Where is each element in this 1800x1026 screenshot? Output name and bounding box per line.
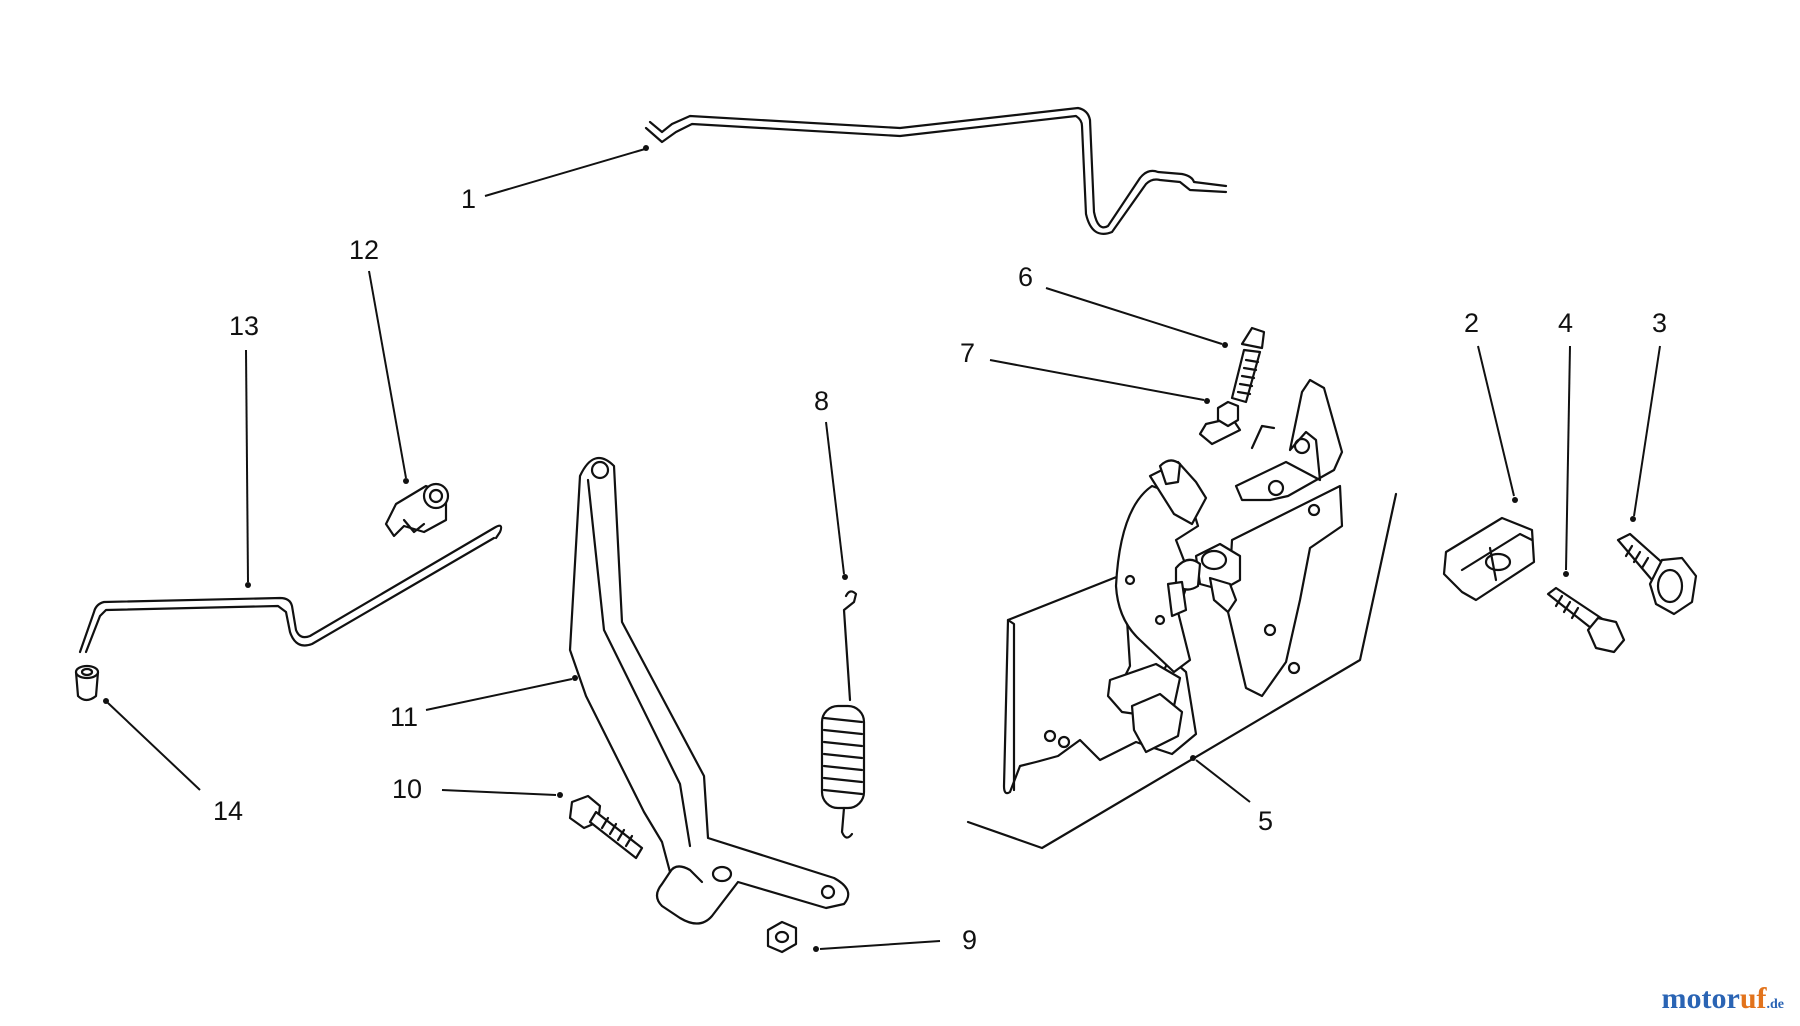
callout-11-dot (572, 675, 578, 681)
callout-4-dot (1563, 571, 1569, 577)
callout-2-label: 2 (1464, 308, 1479, 338)
callout-12: 12 (349, 235, 409, 484)
part-9-nut (766, 920, 798, 954)
callout-13-leader (245, 349, 249, 583)
callout-6-leader (1045, 287, 1223, 345)
callout-14-label: 14 (213, 796, 243, 826)
watermark-part-a: motor (1661, 982, 1740, 1015)
part-4-bolt (1546, 586, 1626, 654)
callout-2-leader (1477, 345, 1515, 497)
callout-9-label: 9 (962, 925, 977, 955)
callout-9-dot (813, 946, 819, 952)
callout-10-label: 10 (392, 774, 422, 804)
callout-8-label: 8 (814, 386, 829, 416)
callout-6: 6 (1018, 262, 1228, 348)
callout-13: 13 (229, 311, 259, 588)
callout-7: 7 (960, 338, 1210, 404)
callout-11-label: 11 (390, 702, 418, 732)
callout-1-label: 1 (461, 184, 476, 214)
part-6-screw (1230, 326, 1266, 404)
callout-4-label: 4 (1558, 308, 1573, 338)
callout-8-dot (842, 574, 848, 580)
callout-8-leader (825, 421, 845, 575)
callout-2: 2 (1464, 308, 1518, 503)
callout-3-dot (1630, 516, 1636, 522)
callout-11-leader (425, 678, 573, 711)
part-1-control-rod (644, 106, 1228, 235)
callout-1-leader (484, 148, 646, 197)
watermark-part-b: uf (1739, 982, 1767, 1015)
callout-4-leader (1565, 345, 1571, 571)
callout-12-label: 12 (349, 235, 379, 265)
callout-5-leader (1195, 759, 1251, 803)
callout-4: 4 (1558, 308, 1573, 577)
callout-8: 8 (814, 386, 848, 580)
callout-13-label: 13 (229, 311, 259, 341)
callout-14-dot (103, 698, 109, 704)
part-8-spring (820, 590, 866, 839)
callout-3-label: 3 (1652, 308, 1667, 338)
callout-9: 9 (813, 925, 977, 955)
motoruf-watermark-logo: motoruf.de (1662, 982, 1784, 1016)
callout-5-dot (1190, 755, 1196, 761)
callout-5: 5 (1190, 755, 1273, 836)
part-11-lever-arm (568, 456, 850, 925)
part-5-bracket-outline (966, 492, 1398, 850)
callout-5-label: 5 (1258, 806, 1273, 836)
callout-1-dot (643, 145, 649, 151)
callout-7-dot (1204, 398, 1210, 404)
callout-10-leader (441, 789, 557, 796)
callout-10-dot (557, 792, 563, 798)
callout-11: 11 (390, 675, 578, 732)
callout-6-label: 6 (1018, 262, 1033, 292)
callout-3-leader (1633, 345, 1661, 517)
part-14-bushing (74, 664, 100, 702)
part-12-clip (384, 482, 450, 538)
callout-7-leader (989, 359, 1205, 401)
part-10-bolt (568, 794, 644, 860)
callout-13-dot (245, 582, 251, 588)
callout-2-dot (1512, 497, 1518, 503)
callout-10: 10 (392, 774, 563, 804)
callout-14: 14 (103, 698, 243, 826)
part-7-nut (1216, 400, 1240, 428)
watermark-part-c: .de (1766, 997, 1785, 1012)
callout-9-leader (819, 940, 941, 950)
part-2-bracket-clip (1442, 516, 1536, 602)
part-3-flange-bolt (1616, 532, 1698, 616)
part-13-bent-wire (78, 524, 503, 654)
callout-1: 1 (461, 145, 649, 214)
callout-12-dot (403, 478, 409, 484)
callout-7-label: 7 (960, 338, 975, 368)
callout-14-leader (107, 702, 201, 791)
part-5-control-plate (1002, 378, 1344, 795)
callout-12-leader (368, 270, 407, 479)
callout-3: 3 (1630, 308, 1667, 522)
callout-6-dot (1222, 342, 1228, 348)
